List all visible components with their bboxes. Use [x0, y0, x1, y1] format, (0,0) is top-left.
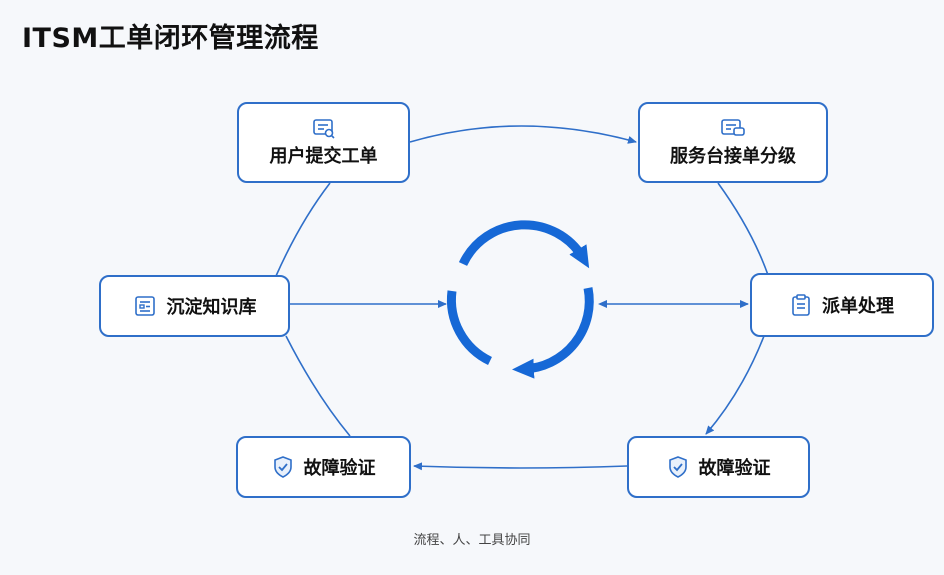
- cycle-icon: [446, 220, 594, 379]
- node-dispatch: 派单处理: [750, 273, 934, 337]
- node-knowledge-base: 沉淀知识库: [99, 275, 290, 337]
- arrow-dispatch-to-verify: [705, 335, 765, 435]
- desk-ticket-icon: [720, 117, 746, 139]
- shield-check-icon: [272, 455, 294, 479]
- knowledge-doc-icon: [133, 294, 157, 318]
- node-label: 故障验证: [698, 458, 771, 479]
- caption: 流程、人、工具协同: [413, 533, 531, 548]
- node-service-desk-triage: 服务台接单分级: [638, 102, 828, 183]
- node-label: 用户提交工单: [269, 146, 378, 167]
- clipboard-icon: [790, 293, 812, 317]
- node-fault-verify-right: 故障验证: [627, 436, 810, 498]
- node-label: 派单处理: [822, 296, 894, 317]
- line-verify-to-knowledge: [285, 335, 351, 437]
- line-triage-to-dispatch: [717, 182, 769, 276]
- ticket-icon: [312, 117, 336, 139]
- node-submit-ticket: 用户提交工单: [237, 102, 410, 183]
- arrow-submit-to-triage: [409, 125, 637, 144]
- node-label: 沉淀知识库: [166, 297, 257, 318]
- node-label: 故障验证: [303, 458, 376, 479]
- node-fault-verify-left: 故障验证: [236, 436, 411, 498]
- line-knowledge-to-submit: [275, 182, 331, 277]
- page-title: ITSM工单闭环管理流程: [22, 23, 319, 54]
- arrow-verify-right-to-left: [413, 462, 628, 471]
- node-label: 服务台接单分级: [670, 146, 796, 167]
- shield-check-icon: [667, 455, 689, 479]
